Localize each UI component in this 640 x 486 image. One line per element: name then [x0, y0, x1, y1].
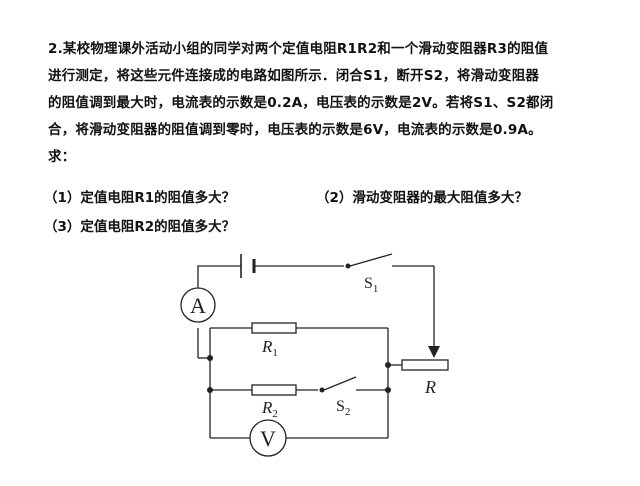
slider-arrow [428, 346, 440, 358]
question-3: （3）定值电阻R2的阻值多大？ [44, 219, 236, 235]
junction-dot [207, 387, 213, 393]
switch-s2-label: S2 [336, 398, 350, 418]
switch-s2-pivot [319, 387, 325, 393]
problem-line-2: 进行测定，将这些元件连接成的电路如图所示．闭合S1，断开S2，将滑动变阻器 [48, 68, 540, 84]
resistor-r2 [251, 384, 297, 396]
switch-s1-pivot [345, 263, 351, 269]
question-2: （2）滑动变阻器的最大阻值多大？ [316, 190, 528, 206]
problem-statement: 2.某校物理课外活动小组的同学对两个定值电阻R1R2和一个滑动变阻器R3的阻值 … [48, 36, 608, 171]
switch-s2-blade [323, 376, 357, 391]
resistor-r1 [251, 322, 297, 334]
problem-line-1: 2.某校物理课外活动小组的同学对两个定值电阻R1R2和一个滑动变阻器R3的阻值 [48, 41, 549, 57]
rheostat-label: R [424, 377, 436, 397]
resistor-r1-label: R1 [261, 337, 278, 359]
junction-dot [385, 387, 391, 393]
switch-s1-label: S1 [364, 275, 378, 295]
problem-line-4: 合，将滑动变阻器的阻值调到零时，电压表的示数是6V，电流表的示数是0.9A。 [48, 122, 542, 138]
junction-dot [385, 362, 391, 368]
rheostat-body [401, 359, 449, 371]
resistor-r2-label: R2 [261, 398, 278, 420]
switch-s1-blade [349, 253, 393, 267]
voltmeter-label: V [260, 426, 276, 451]
ammeter [180, 287, 216, 323]
junction-dot [207, 355, 213, 361]
problem-line-3: 的阻值调到最大时，电流表的示数是0.2A，电压表的示数是2V。若将S1、S2都闭 [48, 95, 554, 111]
problem-line-5: 求： [48, 149, 76, 165]
question-1: （1）定值电阻R1的阻值多大？ [44, 190, 236, 206]
ammeter-label: A [190, 293, 206, 318]
voltmeter [249, 419, 287, 457]
